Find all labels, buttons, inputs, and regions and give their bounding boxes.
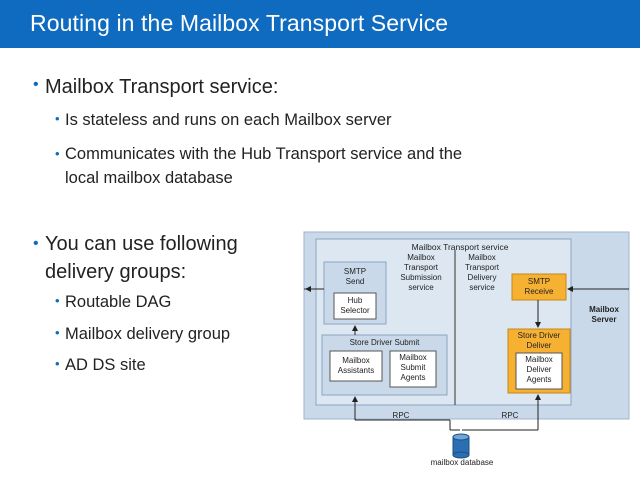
bullet-text-line2: delivery groups: xyxy=(45,261,187,283)
mailbox-database-label: mailbox database xyxy=(430,458,494,467)
hub-selector-box xyxy=(333,292,377,320)
hub-selector-label: Hub Selector xyxy=(340,296,370,315)
mailbox-submit-agents-box xyxy=(389,350,437,388)
bullet-text-line1: You can use following xyxy=(45,233,238,255)
bullet-routable-dag: Routable DAG xyxy=(55,293,172,312)
store-driver-deliver-label: Store Driver Deliver xyxy=(517,331,561,350)
rpc-left-label: RPC xyxy=(392,411,410,420)
delivery-service-label: Mailbox Transport Delivery service xyxy=(465,253,499,292)
bullet-stateless: Is stateless and runs on each Mailbox se… xyxy=(55,111,392,130)
smtp-receive-box xyxy=(511,273,567,301)
mailbox-assistants-label: Mailbox Assistants xyxy=(337,356,375,375)
submission-service-label: Mailbox Transport Submission service xyxy=(400,253,442,292)
mailbox-deliver-agents-box xyxy=(515,352,563,390)
bullet-text: AD DS site xyxy=(65,356,146,374)
mailbox-submit-agents-label: Mailbox Submit Agents xyxy=(399,353,427,382)
bullet-text-line1: Communicates with the Hub Transport serv… xyxy=(65,145,463,163)
slide-title: Routing in the Mailbox Transport Service xyxy=(30,10,449,36)
mailbox-transport-diagram: Mailbox Transport service Mailbox Transp… xyxy=(290,225,640,480)
bullet-communicates: Communicates with the Hub Transport serv… xyxy=(55,142,463,190)
mailbox-assistants-box xyxy=(329,350,383,382)
mailbox-transport-service-label: Mailbox Transport service xyxy=(411,242,509,252)
bullet-text: Routable DAG xyxy=(65,293,172,311)
bullet-text: Is stateless and runs on each Mailbox se… xyxy=(65,111,392,129)
diagram-graphics xyxy=(303,231,630,459)
mailbox-server-label: Mailbox Server xyxy=(589,305,619,324)
smtp-send-label: SMTP Send xyxy=(343,267,367,286)
bullet-text: Mailbox delivery group xyxy=(65,325,231,343)
smtp-receive-label: SMTP Receive xyxy=(524,277,554,296)
bullet-delivery-groups: You can use following delivery groups: xyxy=(33,230,238,286)
store-driver-submit-label: Store Driver Submit xyxy=(349,338,420,347)
database-icon xyxy=(452,433,470,459)
mailbox-deliver-agents-label: Mailbox Deliver Agents xyxy=(525,355,553,384)
bullet-mailbox-delivery-group: Mailbox delivery group xyxy=(55,325,231,344)
bullet-text-line2: local mailbox database xyxy=(65,169,233,187)
bullet-ad-ds-site: AD DS site xyxy=(55,356,146,375)
bullet-mailbox-transport: Mailbox Transport service: xyxy=(33,76,279,99)
rpc-right-label: RPC xyxy=(501,411,519,420)
title-bar: Routing in the Mailbox Transport Service xyxy=(0,0,640,48)
bullet-text: Mailbox Transport service: xyxy=(45,76,279,98)
